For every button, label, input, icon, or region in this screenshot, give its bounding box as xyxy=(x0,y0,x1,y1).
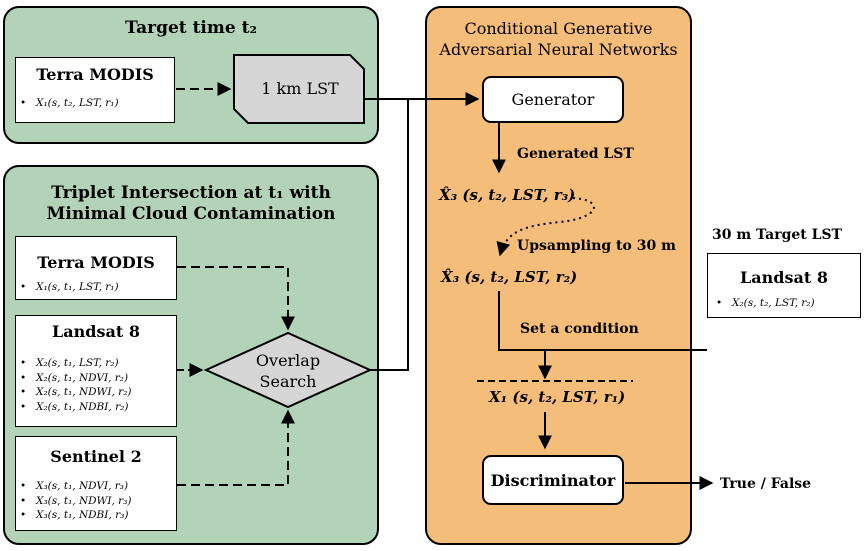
terra-modis-t2-items: X₁(s, t₂, LST, r₁) xyxy=(16,96,119,111)
landsat8-t1-items: X₂(s, t₁, LST, r₂) X₂(s, t₁, NDVI, r₂) X… xyxy=(16,356,132,414)
line-x3-to-condition xyxy=(498,291,707,351)
terra-modis-t2-title: Terra MODIS xyxy=(36,65,154,84)
landsat8-t1-title: Landsat 8 xyxy=(52,322,140,341)
landsat8-t2-box: Landsat 8 X₂(s, t₂, LST, r₂) xyxy=(707,253,861,318)
landsat8-t1-box: Landsat 8 X₂(s, t₁, LST, r₂) X₂(s, t₁, N… xyxy=(15,315,177,427)
generator-label: Generator xyxy=(511,90,595,109)
generated-lst-label: Generated LST xyxy=(517,146,634,162)
list-item: X₃(s, t₁, NDWI, r₃) xyxy=(16,494,132,509)
list-item: X₂(s, t₁, NDWI, r₂) xyxy=(16,385,132,400)
x3-t2-r2-label: X̂₃ (s, t₂, LST, r₂) xyxy=(441,268,578,286)
lst-1km-box xyxy=(233,54,365,124)
triplet-title: Triplet Intersection at t₁ with Minimal … xyxy=(46,183,336,224)
sentinel2-items: X₃(s, t₁, NDVI, r₃) X₃(s, t₁, NDWI, r₃) … xyxy=(16,479,132,523)
sentinel2-box: Sentinel 2 X₃(s, t₁, NDVI, r₃) X₃(s, t₁,… xyxy=(15,436,177,531)
sentinel2-title: Sentinel 2 xyxy=(50,447,142,466)
overlap-search-label: Overlap Search xyxy=(255,351,321,391)
cgan-title: Conditional Generative Adversarial Neura… xyxy=(439,19,678,59)
list-item: X₁(s, t₂, LST, r₁) xyxy=(16,96,119,111)
x1-t2-r1-label: X₁ (s, t₂, LST, r₁) xyxy=(489,388,626,406)
list-item: X₁(s, t₁, LST, r₁) xyxy=(16,280,119,295)
arrow-modis-to-overlap xyxy=(177,266,295,331)
line-overlap-to-generator xyxy=(370,99,409,371)
landsat8-t2-title: Landsat 8 xyxy=(740,268,828,287)
terra-modis-t1-box: Terra MODIS X₁(s, t₁, LST, r₁) xyxy=(15,236,177,300)
arrow-upsampling xyxy=(496,197,595,257)
target-time-title: Target time t₂ xyxy=(125,18,257,38)
discriminator-label: Discriminator xyxy=(490,471,616,490)
list-item: X₃(s, t₁, NDBI, r₃) xyxy=(16,508,132,523)
landsat8-t2-items: X₂(s, t₂, LST, r₂) xyxy=(712,296,815,311)
arrow-sentinel-to-overlap xyxy=(177,409,295,486)
set-condition-label: Set a condition xyxy=(520,321,639,337)
upsampling-label: Upsampling to 30 m xyxy=(517,238,676,254)
generator-box: Generator xyxy=(482,76,624,123)
target-lst-30m-label: 30 m Target LST xyxy=(712,227,842,243)
true-false-label: True / False xyxy=(720,476,812,492)
lst-1km-label: 1 km LST xyxy=(261,79,339,98)
discriminator-box: Discriminator xyxy=(482,455,624,505)
list-item: X₂(s, t₁, NDBI, r₂) xyxy=(16,400,132,415)
list-item: X₂(s, t₁, NDVI, r₂) xyxy=(16,371,132,386)
list-item: X₃(s, t₁, NDVI, r₃) xyxy=(16,479,132,494)
terra-modis-t1-items: X₁(s, t₁, LST, r₁) xyxy=(16,280,119,295)
list-item: X₂(s, t₁, LST, r₂) xyxy=(16,356,132,371)
x3-t2-r3-label: X̂₃ (s, t₂, LST, r₃) xyxy=(439,186,576,204)
terra-modis-t1-title: Terra MODIS xyxy=(37,253,155,272)
list-item: X₂(s, t₂, LST, r₂) xyxy=(712,296,815,311)
terra-modis-t2-box: Terra MODIS X₁(s, t₂, LST, r₁) xyxy=(15,57,175,123)
